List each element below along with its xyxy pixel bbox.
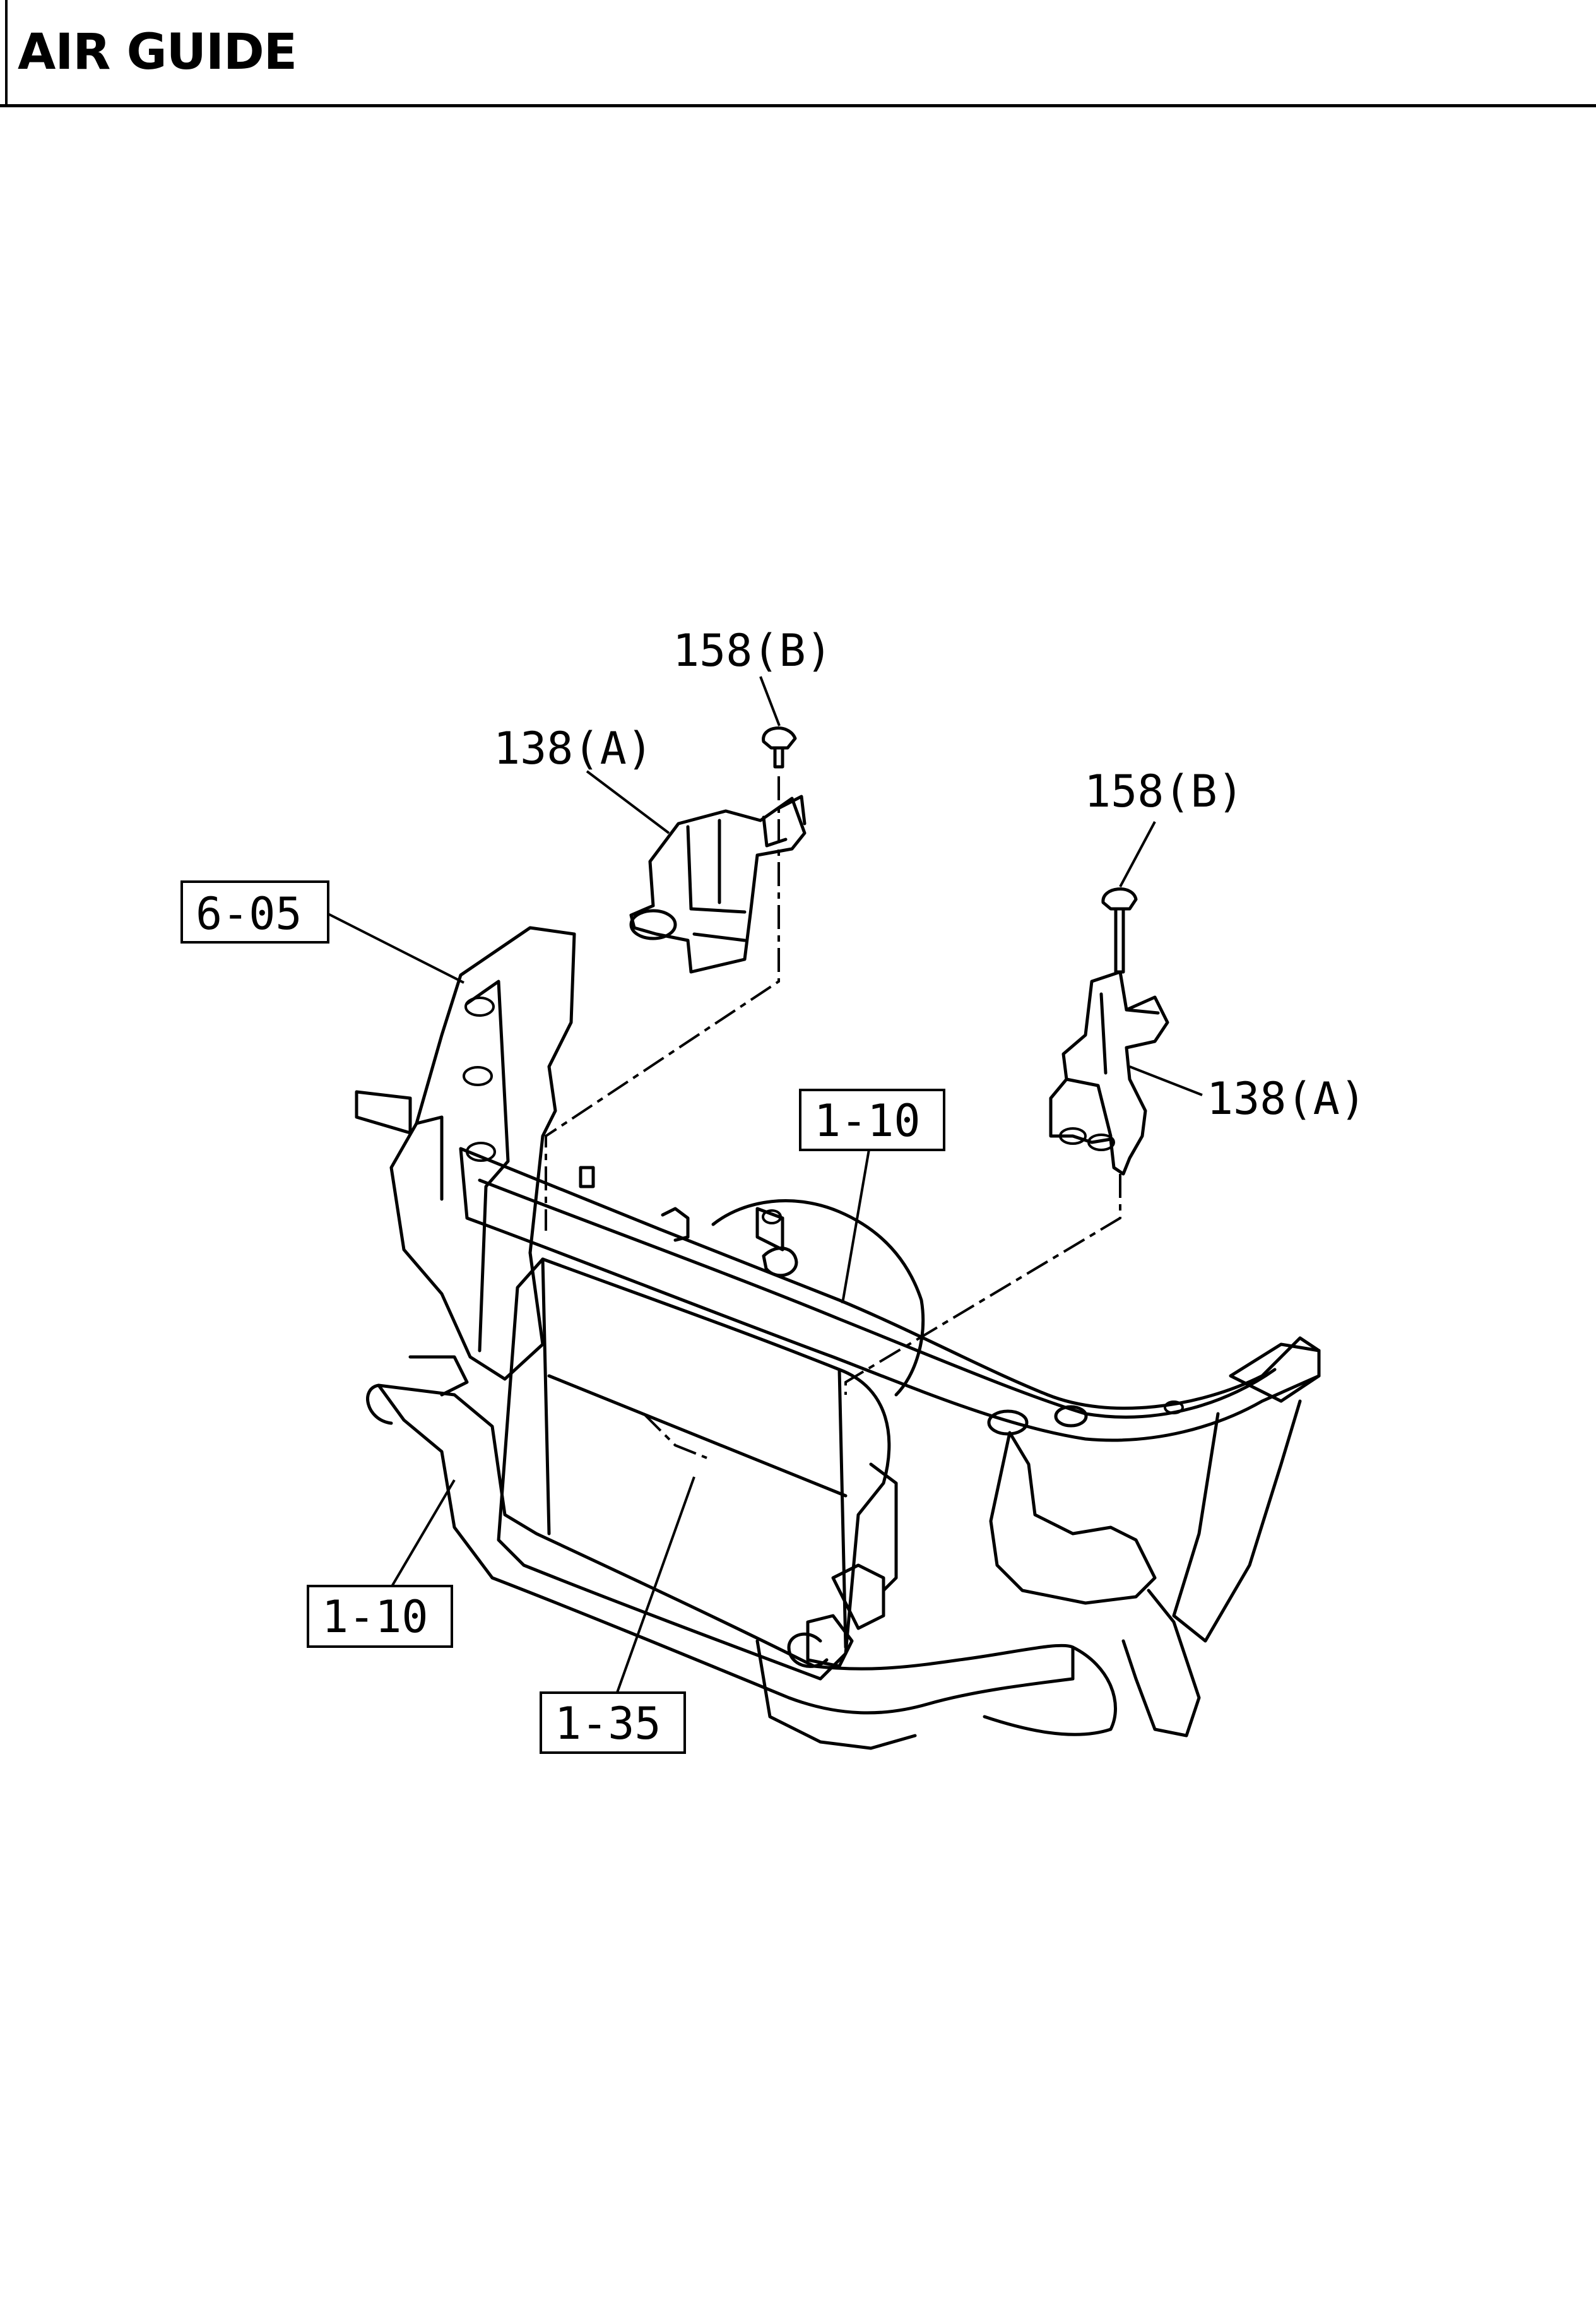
page-header: AIR GUIDE <box>0 0 1596 107</box>
leader-lines <box>326 676 1203 1698</box>
svg-text:1-35: 1-35 <box>555 1698 661 1749</box>
page-title: AIR GUIDE <box>18 24 297 81</box>
assembly-lines <box>545 776 1121 1459</box>
callout-box-135: 1-35 <box>540 1691 686 1754</box>
callout-box-605: 6-05 <box>180 880 329 944</box>
callout-158b-left: 158(B) <box>673 625 832 677</box>
air-guide-left <box>629 795 807 974</box>
header-edge-mark <box>5 0 8 104</box>
callout-138a-left: 138(A) <box>494 723 653 774</box>
svg-text:158(B): 158(B) <box>1084 766 1244 817</box>
radiator-support-frame <box>355 926 1321 1750</box>
svg-text:138(A): 138(A) <box>1207 1073 1366 1125</box>
svg-text:1-10: 1-10 <box>322 1591 429 1643</box>
callout-box-110-top: 1-10 <box>799 1089 945 1151</box>
callout-138a-right: 138(A) <box>1207 1073 1366 1125</box>
clip-right <box>1101 887 1138 974</box>
svg-text:138(A): 138(A) <box>494 723 653 774</box>
svg-text:6-05: 6-05 <box>196 888 302 940</box>
svg-text:1-10: 1-10 <box>814 1095 921 1147</box>
callout-box-110-bottom: 1-10 <box>307 1585 453 1648</box>
svg-text:158(B): 158(B) <box>673 625 832 677</box>
clip-left <box>762 726 797 769</box>
air-guide-right <box>1049 970 1169 1176</box>
callout-158b-right: 158(B) <box>1084 766 1244 817</box>
